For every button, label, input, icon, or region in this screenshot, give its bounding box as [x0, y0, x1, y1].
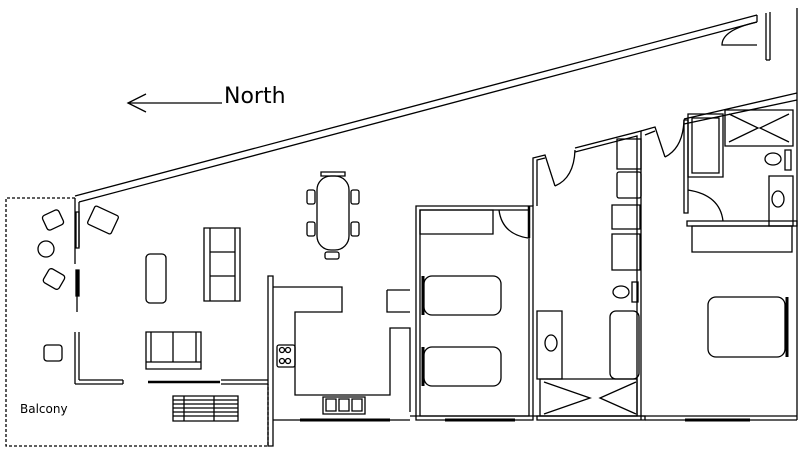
balcony-furniture — [38, 209, 238, 421]
balcony-label: Balcony — [20, 402, 68, 416]
bedroom-1 — [416, 206, 533, 420]
north-arrow-icon — [128, 94, 222, 112]
living-furniture — [87, 172, 349, 369]
exterior-wall-north — [75, 8, 797, 420]
north-label: North — [224, 84, 286, 109]
bathroom-1 — [533, 131, 645, 420]
master-suite — [410, 93, 797, 420]
dining-chairs — [307, 190, 359, 259]
kitchen — [273, 287, 410, 420]
balcony-outline — [6, 198, 268, 446]
living-room-walls — [75, 198, 273, 446]
